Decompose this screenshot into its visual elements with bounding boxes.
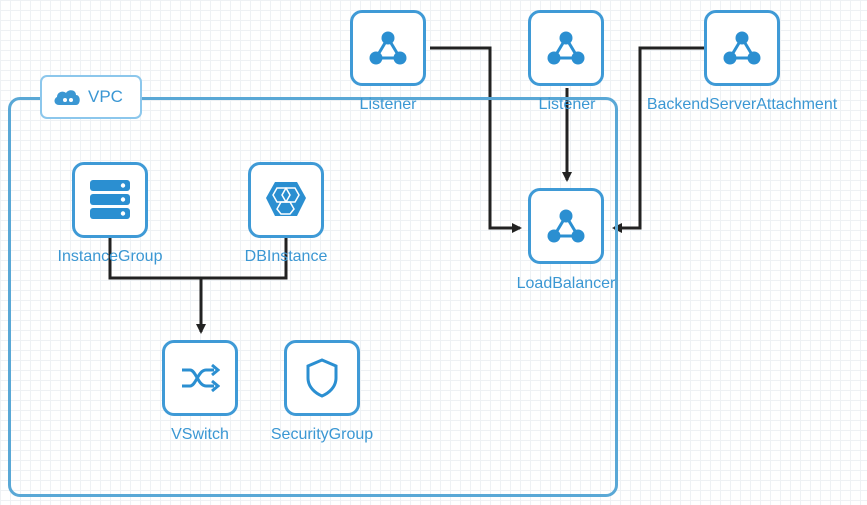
connector-instancegroup-to-vswitch [108,236,206,334]
switch-arrows-icon [180,362,220,394]
vpc-container[interactable] [8,97,618,497]
listener-node-2[interactable] [528,10,604,86]
vswitch-label: VSwitch [171,426,229,443]
instance-group-node[interactable] [72,162,148,238]
listener-label-1: Listener [359,96,417,113]
db-instance-node[interactable] [248,162,324,238]
vpc-label: VPC [88,87,123,106]
network-icon [367,29,409,67]
load-balancer-label: LoadBalancer [516,275,616,292]
database-hexagon-icon [265,180,307,220]
listener-node-1[interactable] [350,10,426,86]
vpc-tag[interactable]: VPC [40,75,142,119]
network-icon [545,29,587,67]
connector-listener1-to-loadbalancer [430,46,522,233]
connector-dbinstance-to-vswitch [201,236,288,280]
security-group-label: SecurityGroup [270,426,374,443]
db-instance-label: DBInstance [244,248,328,265]
network-icon [721,29,763,67]
server-stack-icon [88,179,132,221]
cloud-icon [52,87,82,107]
listener-label-2: Listener [538,96,596,113]
backend-attachment-label: BackendServerAttachment [646,96,838,113]
connector-backend-to-loadbalancer [612,46,704,233]
security-group-node[interactable] [284,340,360,416]
vswitch-node[interactable] [162,340,238,416]
instance-group-label: InstanceGroup [57,248,163,265]
network-icon [545,207,587,245]
shield-icon [305,358,339,398]
backend-attachment-node[interactable] [704,10,780,86]
load-balancer-node[interactable] [528,188,604,264]
